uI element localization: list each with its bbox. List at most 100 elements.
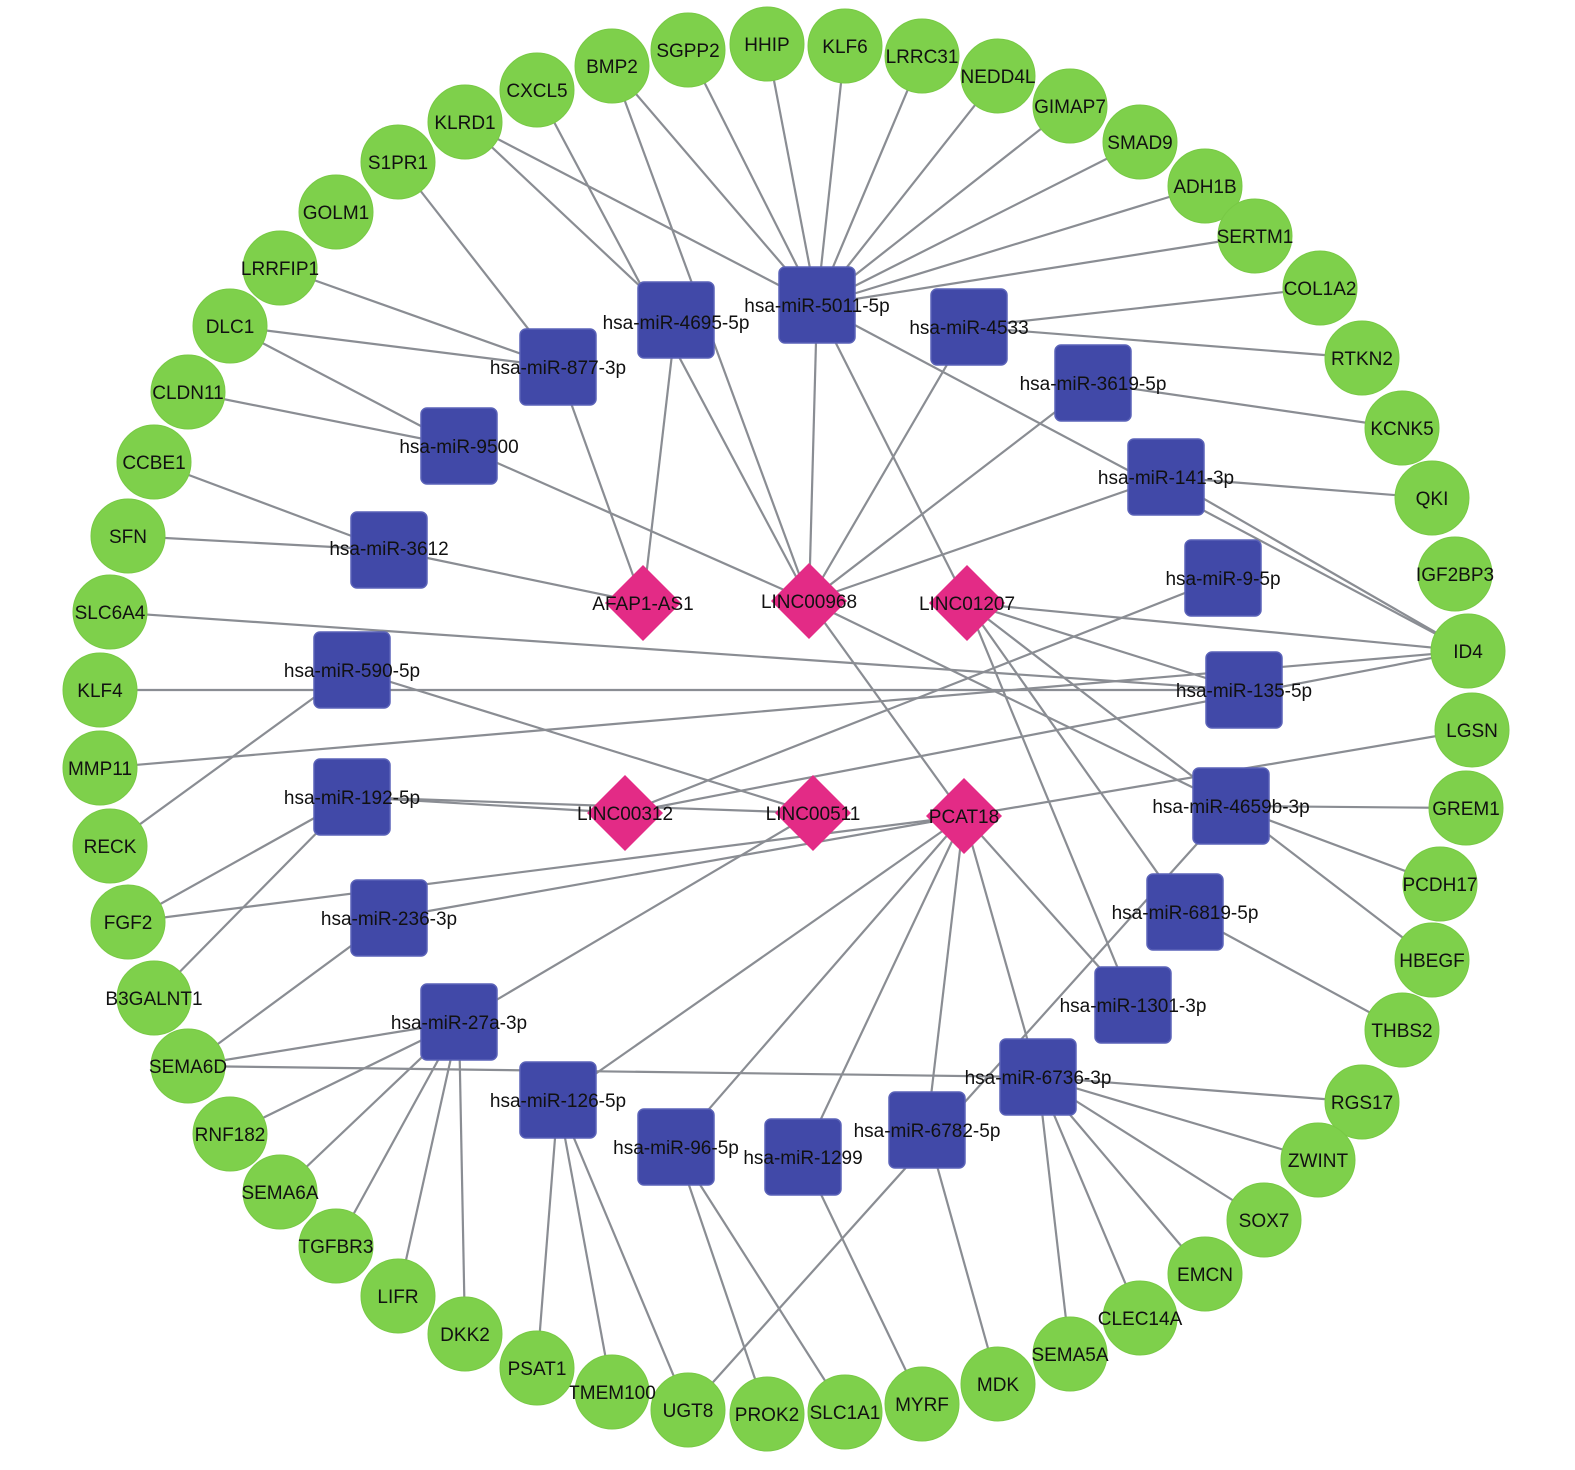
mirna-node-hsa-mir-6819-5p[interactable]: hsa-miR-6819-5p xyxy=(1112,873,1259,951)
gene-node-mdk[interactable]: MDK xyxy=(960,1346,1036,1422)
gene-node-lrrc31[interactable]: LRRC31 xyxy=(884,18,960,94)
gene-node-slc1a1[interactable]: SLC1A1 xyxy=(807,1374,883,1450)
gene-node-rnf182[interactable]: RNF182 xyxy=(192,1096,268,1172)
lncrna-node-pcat18[interactable]: PCAT18 xyxy=(926,778,1002,854)
gene-node-klf6[interactable]: KLF6 xyxy=(807,8,883,84)
gene-node-rgs17[interactable]: RGS17 xyxy=(1324,1064,1400,1140)
gene-node-klf4[interactable]: KLF4 xyxy=(62,652,138,728)
gene-node-clec14a[interactable]: CLEC14A xyxy=(1098,1280,1183,1356)
gene-node-qki[interactable]: QKI xyxy=(1394,460,1470,536)
mirna-node-hsa-mir-141-3p[interactable]: hsa-miR-141-3p xyxy=(1098,438,1234,516)
gene-node-lifr[interactable]: LIFR xyxy=(360,1258,436,1334)
edge-hsa-mir-6736-3p-sema6d xyxy=(187,1064,1039,1079)
gene-label: DKK2 xyxy=(440,1325,490,1346)
gene-node-hbegf[interactable]: HBEGF xyxy=(1394,922,1470,998)
mirna-node-hsa-mir-126-5p[interactable]: hsa-miR-126-5p xyxy=(490,1061,626,1139)
gene-node-myrf[interactable]: MYRF xyxy=(884,1366,960,1442)
gene-node-ccbe1[interactable]: CCBE1 xyxy=(116,424,192,500)
mirna-node-hsa-mir-9-5p[interactable]: hsa-miR-9-5p xyxy=(1165,539,1281,617)
edge-hsa-mir-4695-5p-afap1-as1 xyxy=(641,319,678,604)
gene-circle xyxy=(650,12,726,88)
mirna-node-hsa-mir-9500[interactable]: hsa-miR-9500 xyxy=(399,407,519,485)
gene-node-gimap7[interactable]: GIMAP7 xyxy=(1032,68,1108,144)
lncrna-node-linc00968[interactable]: LINC00968 xyxy=(761,563,857,639)
gene-node-slc6a4[interactable]: SLC6A4 xyxy=(72,574,148,650)
gene-node-dkk2[interactable]: DKK2 xyxy=(427,1296,503,1372)
mirna-node-hsa-mir-590-5p[interactable]: hsa-miR-590-5p xyxy=(284,631,420,709)
lncrna-node-linc00511[interactable]: LINC00511 xyxy=(766,775,861,851)
mirna-square xyxy=(420,407,498,485)
lncrna-diamond xyxy=(605,565,681,641)
mirna-node-hsa-mir-877-3p[interactable]: hsa-miR-877-3p xyxy=(490,328,626,406)
mirna-node-hsa-mir-192-5p[interactable]: hsa-miR-192-5p xyxy=(284,758,420,836)
lncrna-node-linc00312[interactable]: LINC00312 xyxy=(577,775,673,851)
gene-node-sema5a[interactable]: SEMA5A xyxy=(1031,1316,1109,1392)
gene-node-thbs2[interactable]: THBS2 xyxy=(1364,992,1440,1068)
gene-node-tmem100[interactable]: TMEM100 xyxy=(568,1354,656,1430)
gene-node-zwint[interactable]: ZWINT xyxy=(1280,1122,1356,1198)
gene-node-cxcl5[interactable]: CXCL5 xyxy=(499,52,575,128)
gene-node-psat1[interactable]: PSAT1 xyxy=(499,1330,575,1406)
gene-node-sfn[interactable]: SFN xyxy=(90,498,166,574)
gene-label: MMP11 xyxy=(68,759,132,780)
mirna-node-hsa-mir-4533[interactable]: hsa-miR-4533 xyxy=(909,288,1029,366)
gene-node-cldn11[interactable]: CLDN11 xyxy=(150,354,226,430)
gene-node-lgsn[interactable]: LGSN xyxy=(1434,692,1510,768)
gene-node-sertm1[interactable]: SERTM1 xyxy=(1217,198,1294,274)
lncrna-node-linc01207[interactable]: LINC01207 xyxy=(919,565,1015,641)
gene-node-id4[interactable]: ID4 xyxy=(1430,613,1506,689)
mirna-node-hsa-mir-1301-3p[interactable]: hsa-miR-1301-3p xyxy=(1060,966,1207,1044)
mirna-label: hsa-miR-126-5p xyxy=(490,1091,626,1112)
gene-node-tgfbr3[interactable]: TGFBR3 xyxy=(298,1208,374,1284)
mirna-node-hsa-mir-3612[interactable]: hsa-miR-3612 xyxy=(329,511,449,589)
gene-node-sema6d[interactable]: SEMA6D xyxy=(149,1028,227,1104)
gene-node-s1pr1[interactable]: S1PR1 xyxy=(360,124,436,200)
gene-node-igf2bp3[interactable]: IGF2BP3 xyxy=(1416,536,1494,612)
mirna-node-hsa-mir-4659b-3p[interactable]: hsa-miR-4659b-3p xyxy=(1152,767,1310,845)
lncrna-node-afap1-as1[interactable]: AFAP1-AS1 xyxy=(592,565,694,641)
mirna-square xyxy=(1205,651,1283,729)
mirna-node-hsa-mir-135-5p[interactable]: hsa-miR-135-5p xyxy=(1176,651,1312,729)
gene-node-sema6a[interactable]: SEMA6A xyxy=(241,1154,319,1230)
gene-node-grem1[interactable]: GREM1 xyxy=(1428,770,1504,846)
gene-node-fgf2[interactable]: FGF2 xyxy=(90,884,166,960)
gene-circle xyxy=(1032,68,1108,144)
gene-node-col1a2[interactable]: COL1A2 xyxy=(1282,250,1358,326)
gene-node-mmp11[interactable]: MMP11 xyxy=(62,730,138,806)
gene-node-sox7[interactable]: SOX7 xyxy=(1226,1182,1302,1258)
mirna-label: hsa-miR-5011-5p xyxy=(744,296,889,317)
gene-circle xyxy=(192,288,268,364)
mirna-node-hsa-mir-27a-3p[interactable]: hsa-miR-27a-3p xyxy=(391,983,527,1061)
mirna-node-hsa-mir-96-5p[interactable]: hsa-miR-96-5p xyxy=(613,1108,739,1186)
gene-node-reck[interactable]: RECK xyxy=(72,808,148,884)
gene-node-bmp2[interactable]: BMP2 xyxy=(574,28,650,104)
gene-node-smad9[interactable]: SMAD9 xyxy=(1102,104,1178,180)
mirna-node-hsa-mir-5011-5p[interactable]: hsa-miR-5011-5p xyxy=(744,266,890,344)
mirna-node-hsa-mir-6736-3p[interactable]: hsa-miR-6736-3p xyxy=(965,1038,1112,1116)
mirna-square xyxy=(1184,539,1262,617)
gene-circle xyxy=(499,1330,575,1406)
gene-node-nedd4l[interactable]: NEDD4L xyxy=(960,38,1036,114)
gene-node-pcdh17[interactable]: PCDH17 xyxy=(1402,846,1478,922)
gene-node-klrd1[interactable]: KLRD1 xyxy=(427,84,503,160)
gene-node-adh1b[interactable]: ADH1B xyxy=(1167,148,1243,224)
mirna-node-hsa-mir-3619-5p[interactable]: hsa-miR-3619-5p xyxy=(1020,344,1167,422)
gene-node-kcnk5[interactable]: KCNK5 xyxy=(1364,390,1440,466)
gene-node-rtkn2[interactable]: RTKN2 xyxy=(1324,320,1400,396)
mirna-node-hsa-mir-236-3p[interactable]: hsa-miR-236-3p xyxy=(321,879,457,957)
gene-node-dlc1[interactable]: DLC1 xyxy=(192,288,268,364)
mirna-node-hsa-mir-6782-5p[interactable]: hsa-miR-6782-5p xyxy=(854,1091,1001,1169)
gene-node-ugt8[interactable]: UGT8 xyxy=(650,1372,726,1448)
gene-node-sgpp2[interactable]: SGPP2 xyxy=(650,12,726,88)
gene-label: HHIP xyxy=(744,35,789,56)
gene-node-prok2[interactable]: PROK2 xyxy=(729,1376,805,1452)
gene-node-golm1[interactable]: GOLM1 xyxy=(298,174,374,250)
gene-node-b3galnt1[interactable]: B3GALNT1 xyxy=(105,960,203,1036)
mirna-label: hsa-miR-141-3p xyxy=(1098,468,1234,489)
gene-node-hhip[interactable]: HHIP xyxy=(729,6,805,82)
mirna-node-hsa-mir-4695-5p[interactable]: hsa-miR-4695-5p xyxy=(603,281,750,359)
gene-node-lrrfip1[interactable]: LRRFIP1 xyxy=(241,230,319,306)
mirna-node-hsa-mir-1299[interactable]: hsa-miR-1299 xyxy=(743,1118,863,1196)
gene-node-emcn[interactable]: EMCN xyxy=(1167,1236,1243,1312)
